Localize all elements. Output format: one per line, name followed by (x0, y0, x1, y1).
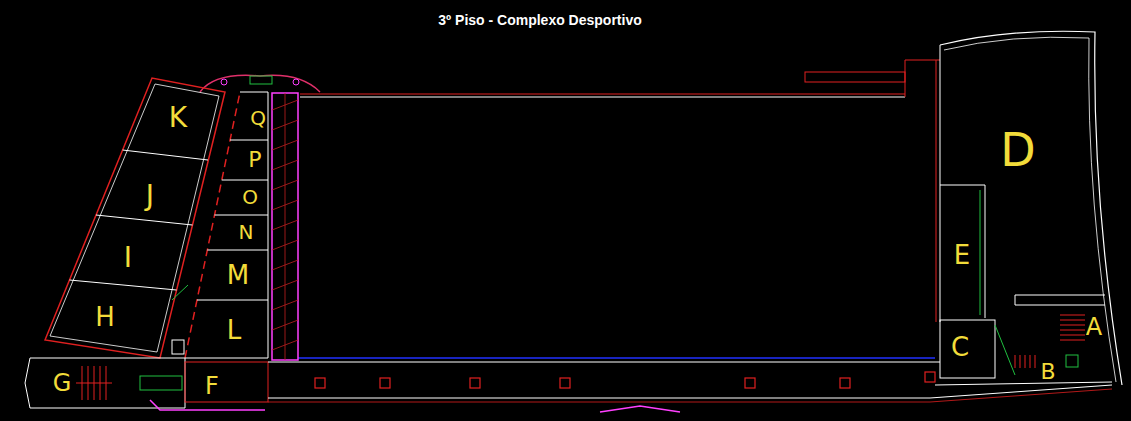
room-letter: F (205, 374, 219, 398)
room-letter: H (95, 304, 115, 330)
room-letter: K (169, 104, 187, 132)
room-letter: A (1086, 315, 1102, 339)
room-letter: M (227, 262, 249, 288)
room-letter: B (1040, 361, 1055, 383)
room-letter: D (1000, 127, 1035, 173)
room-letter: I (124, 244, 132, 272)
room-letter: Q (250, 108, 266, 128)
room-letter: P (248, 149, 261, 171)
room-letter: C (951, 334, 969, 360)
plan-title: 3º Piso - Complexo Desportivo (438, 12, 642, 28)
room-letter: G (53, 371, 72, 395)
room-letter: L (227, 317, 242, 343)
room-letter: O (242, 187, 258, 207)
room-letter: N (239, 222, 254, 242)
room-letter: E (954, 242, 970, 268)
room-letter: J (146, 182, 154, 210)
